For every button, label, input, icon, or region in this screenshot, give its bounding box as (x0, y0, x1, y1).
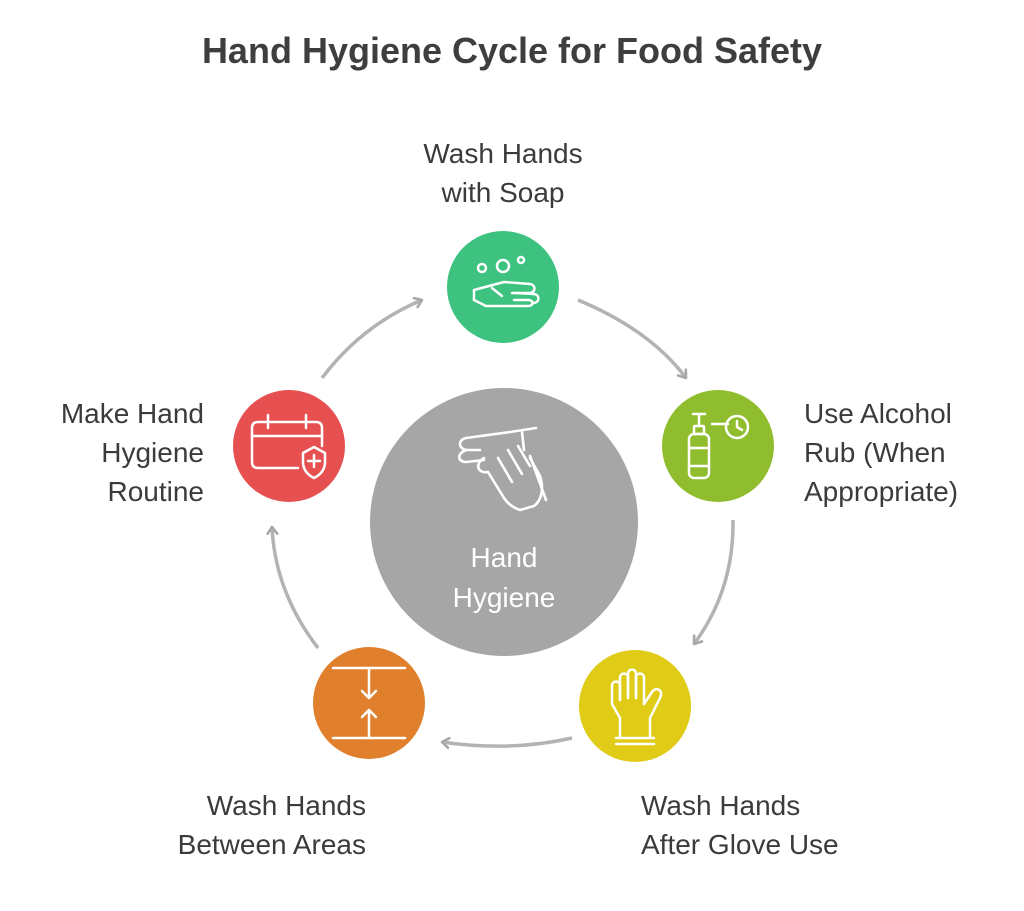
step-3-node (579, 650, 691, 762)
step-1-label-line-1: Wash Hands (423, 138, 583, 169)
arrow-routine-to-soap (320, 300, 422, 380)
center-label: Hand Hygiene (404, 538, 604, 618)
step-4-node (313, 647, 425, 759)
step-1-circle (447, 231, 559, 343)
step-1-node (447, 231, 559, 343)
step-2-label-line-2: Rub (When (804, 437, 946, 468)
arrow-areas-to-routine (272, 527, 320, 650)
step-1-label-line-2: with Soap (441, 177, 565, 208)
soapy-hands-icon (472, 255, 540, 308)
step-3-circle (579, 650, 691, 762)
step-3-label: Wash Hands After Glove Use (641, 786, 901, 864)
step-2-label-line-1: Use Alcohol (804, 398, 952, 429)
step-4-label-line-2: Between Areas (177, 829, 366, 860)
calendar-shield-icon (250, 413, 327, 480)
step-3-label-line-2: After Glove Use (641, 829, 839, 860)
step-1-label: Wash Hands with Soap (380, 134, 626, 212)
glove-icon (610, 668, 663, 746)
diagram-title: Hand Hygiene Cycle for Food Safety (201, 30, 823, 71)
step-4-label-line-1: Wash Hands (206, 790, 366, 821)
center-label-line-1: Hand (470, 542, 538, 573)
arrow-soap-to-alcohol (577, 298, 688, 378)
step-5-label: Make Hand Hygiene Routine (20, 394, 204, 511)
center-label-line-2: Hygiene (452, 582, 556, 613)
step-2-label: Use Alcohol Rub (When Appropriate) (804, 394, 1004, 511)
sanitizer-timer-icon (687, 412, 750, 480)
step-2-label-line-3: Appropriate) (804, 476, 959, 507)
step-4-label: Wash Hands Between Areas (120, 786, 366, 864)
step-5-circle (233, 390, 345, 502)
step-5-node (233, 390, 345, 502)
arrow-glove-to-areas (442, 736, 573, 746)
step-3-label-line-1: Wash Hands (641, 790, 801, 821)
step-5-label-line-2: Hygiene (101, 437, 204, 468)
step-5-label-line-1: Make Hand (60, 398, 204, 429)
step-2-node (662, 390, 774, 502)
arrow-alcohol-to-glove (692, 519, 735, 644)
washing-hands-icon (457, 426, 548, 512)
separation-arrows-icon (331, 666, 407, 740)
center-circle (370, 388, 638, 656)
center-hub (370, 388, 638, 656)
step-5-label-line-3: Routine (107, 476, 204, 507)
step-4-circle (313, 647, 425, 759)
step-2-circle (662, 390, 774, 502)
